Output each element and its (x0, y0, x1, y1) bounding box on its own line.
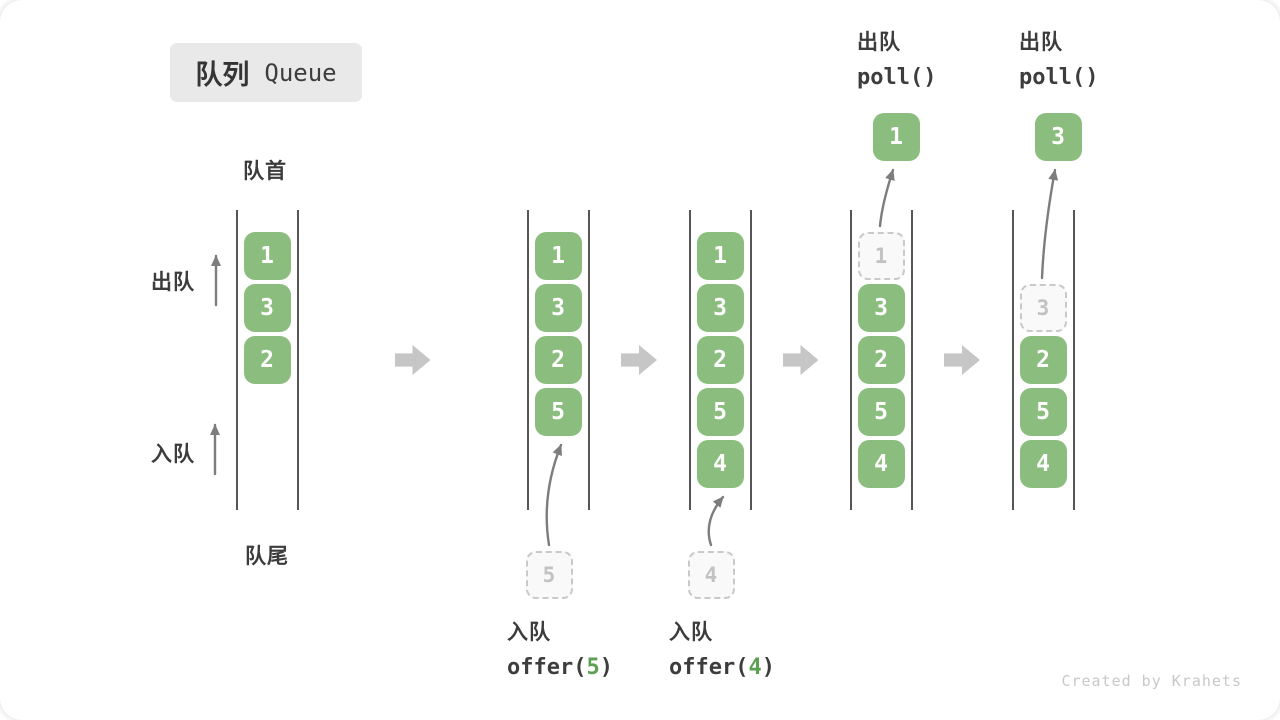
queue-wall-left (849, 210, 852, 510)
dequeue-op-label: 出队 poll() (857, 26, 936, 90)
op-label-code: poll() (857, 65, 937, 90)
label-enqueue-side: 入队 (151, 443, 195, 466)
queue-cell: 3 (243, 284, 291, 332)
label-queue-front: 队首 (243, 160, 287, 183)
watermark: Created by Krahets (1061, 672, 1242, 690)
enqueue-flow-arrow (545, 443, 563, 547)
op-label-chinese: 入队 (507, 621, 551, 644)
label-queue-rear: 队尾 (245, 545, 289, 568)
queue-cell: 4 (1019, 440, 1067, 488)
queue-cell: 1 (243, 232, 291, 280)
op-label-code: offer(4) (669, 655, 775, 680)
staging-ghost-cell: 5 (525, 551, 573, 599)
label-dequeue-side: 出队 (151, 271, 195, 294)
op-label-code: poll() (1019, 65, 1099, 90)
queue-cell: 5 (534, 388, 582, 436)
queue-cell: 2 (857, 336, 905, 384)
queue-wall-right (296, 210, 299, 510)
queue-cell: 2 (696, 336, 744, 384)
dequeue-flow-arrow (1040, 168, 1059, 280)
transition-arrow (944, 345, 980, 375)
staging-ghost-cell: 4 (687, 551, 735, 599)
queue-cell: 4 (857, 440, 905, 488)
title-badge: 队列 Queue (170, 43, 362, 102)
queue-cell: 3 (857, 284, 905, 332)
queue-wall-left (235, 210, 238, 510)
queue-cell: 5 (696, 388, 744, 436)
removed-ghost-cell: 3 (1019, 284, 1067, 332)
transition-arrow (621, 345, 657, 375)
enqueue-op-label: 入队 offer(5) (507, 616, 613, 680)
queue-cell: 5 (857, 388, 905, 436)
transition-arrow (394, 345, 431, 375)
queue-cell: 1 (696, 232, 744, 280)
op-label-chinese: 出队 (857, 31, 901, 54)
enqueue-flow-arrow (707, 495, 725, 547)
queue-wall-left (1011, 210, 1014, 510)
enqueue-op-label: 入队 offer(4) (669, 616, 775, 680)
queue-cell: 3 (696, 284, 744, 332)
op-arg-value: 5 (586, 655, 600, 680)
queue-wall-right (910, 210, 913, 510)
queue-wall-right (749, 210, 752, 510)
queue-cell: 5 (1019, 388, 1067, 436)
dequeued-cell: 3 (1034, 113, 1082, 161)
queue-wall-left (688, 210, 691, 510)
queue-cell: 2 (534, 336, 582, 384)
removed-ghost-cell: 1 (857, 232, 905, 280)
title-chinese: 队列 (195, 60, 250, 90)
dequeue-op-label: 出队 poll() (1019, 26, 1098, 90)
op-label-code: offer(5) (507, 655, 613, 680)
queue-wall-right (587, 210, 590, 510)
queue-cell: 4 (696, 440, 744, 488)
op-label-chinese: 出队 (1019, 31, 1063, 54)
op-label-chinese: 入队 (669, 621, 713, 644)
queue-cell: 2 (1019, 336, 1067, 384)
title-english: Queue (264, 58, 337, 87)
transition-arrow (782, 345, 819, 375)
op-arg-value: 4 (748, 655, 762, 680)
queue-wall-left (526, 210, 529, 510)
dequeue-flow-arrow (878, 168, 895, 228)
queue-cell: 2 (243, 336, 291, 384)
dequeued-cell: 1 (872, 113, 920, 161)
queue-cell: 1 (534, 232, 582, 280)
queue-wall-right (1072, 210, 1075, 510)
queue-cell: 3 (534, 284, 582, 332)
